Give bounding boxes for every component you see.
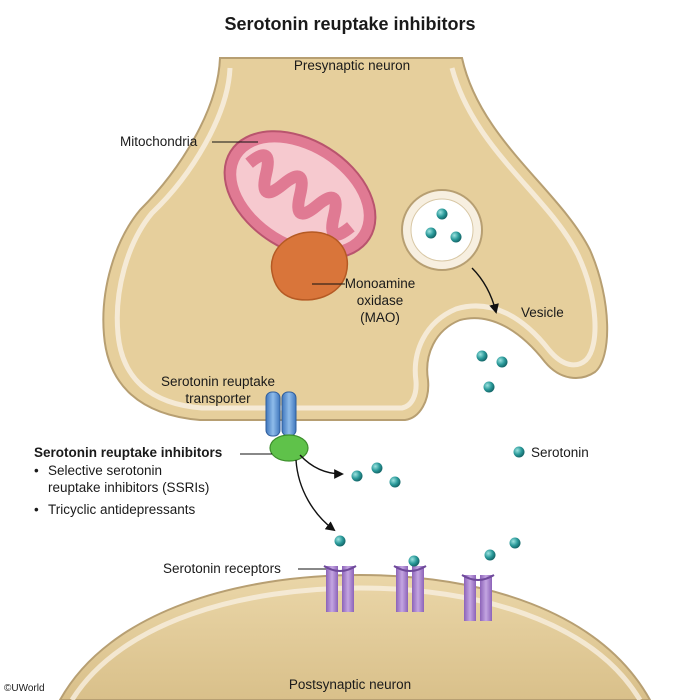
serotonin-molecule [334,535,346,547]
serotonin-label: Serotonin [531,445,589,460]
mao-label-line1: Monoamine [344,276,416,291]
postsynaptic-label: Postsynaptic neuron [288,677,412,692]
transporter-label-line1: Serotonin reuptake [160,374,276,389]
reuptake-transporter [265,391,297,437]
presynaptic-label: Presynaptic neuron [293,58,411,73]
mitochondria [223,130,377,260]
serotonin-receptor [461,574,495,621]
vesicle-label: Vesicle [521,305,564,320]
serotonin-molecule [436,208,448,220]
serotonin-molecule [351,470,363,482]
reuptake-inhibitor [269,434,309,462]
mitochondria-label: Mitochondria [120,134,198,149]
mao-label: Monoamine oxidase (MAO) [340,275,420,326]
serotonin-molecule [509,537,521,549]
serotonin-molecule [496,356,508,368]
receptor-arrow [295,459,336,532]
inhibitor-item-tca: Tricyclic antidepressants [34,501,209,518]
mao-label-line2: oxidase [356,293,404,308]
receptors-label: Serotonin receptors [163,561,281,576]
inhibitor-item-ssri-line1: Selective serotonin [48,463,163,478]
serotonin-molecule [408,555,420,567]
serotonin-molecule [389,476,401,488]
mao-label-line3: (MAO) [360,310,400,325]
inhibitor-item-ssri-line2: reuptake inhibitors (SSRIs) [48,480,210,495]
serotonin-molecules [334,208,525,567]
release-arrow [471,267,499,314]
serotonin-molecule [425,227,437,239]
serotonin-receptor [393,565,427,612]
inhibitors-heading: Serotonin reuptake inhibitors [34,445,223,460]
inhibitor-item-tca-line1: Tricyclic antidepressants [48,502,196,517]
serotonin-receptor [323,565,357,612]
serotonin-molecule [513,446,525,458]
serotonin-molecule [371,462,383,474]
inhibitor-list: Selective serotonin reuptake inhibitors … [34,462,209,523]
serotonin-molecule [483,381,495,393]
page-title: Serotonin reuptake inhibitors [224,14,476,34]
serotonin-molecule [484,549,496,561]
transporter-label-line2: transporter [185,391,251,406]
serotonin-molecule [450,231,462,243]
copyright: ©UWorld [4,683,45,694]
transporter-label: Serotonin reuptake transporter [148,373,288,407]
serotonin-molecule [476,350,488,362]
inhibitor-item-ssri: Selective serotonin reuptake inhibitors … [34,462,209,496]
blocked-reuptake-arrow [299,454,344,479]
mao-enzyme [270,231,349,301]
